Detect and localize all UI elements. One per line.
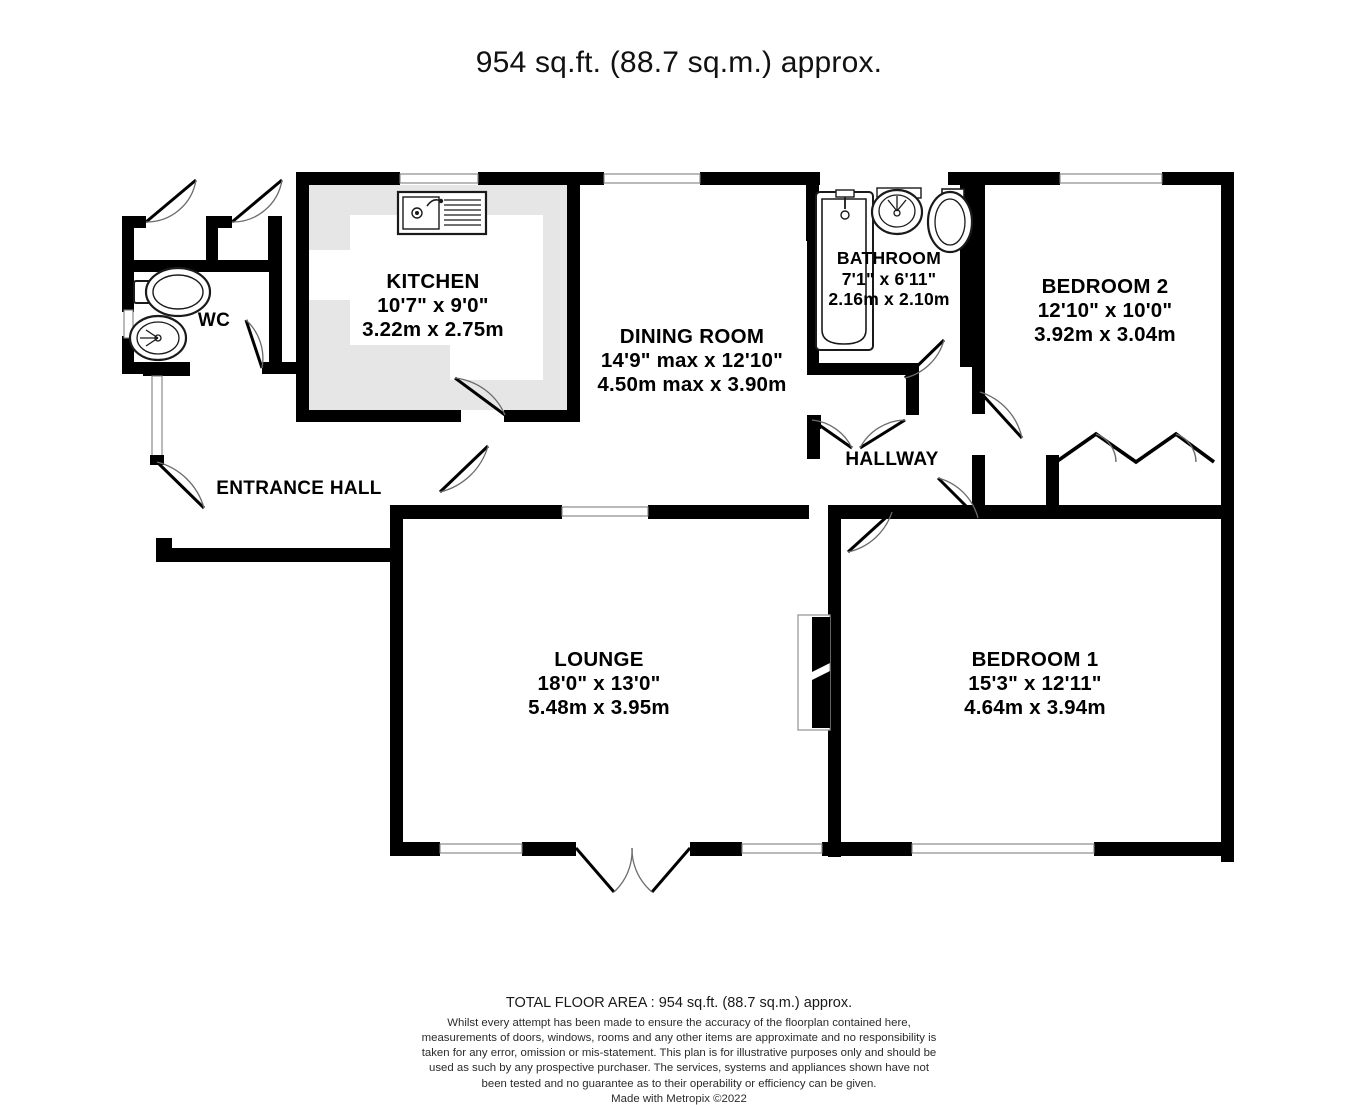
room-dimensions-imperial: 7'1" x 6'11" <box>841 268 937 289</box>
room-name: WC <box>197 310 231 331</box>
room-dimensions-metric: 5.48m x 3.95m <box>528 696 670 720</box>
room-name: BATHROOM <box>836 248 942 268</box>
room-dimensions-imperial: 18'0" x 13'0" <box>537 672 661 696</box>
room-dimensions-metric: 4.50m max x 3.90m <box>597 373 787 397</box>
room-label-bedroom-1: BEDROOM 1 15'3" x 12'11" 4.64m x 3.94m <box>964 648 1106 721</box>
room-dimensions-metric: 3.22m x 2.75m <box>362 318 504 342</box>
walls <box>122 172 1234 862</box>
wc-toilet-icon <box>133 266 212 318</box>
room-dimensions-metric: 4.64m x 3.94m <box>964 696 1106 720</box>
bathroom-toilet-icon <box>926 188 974 254</box>
room-dimensions-imperial: 10'7" x 9'0" <box>377 294 489 318</box>
room-dimensions-metric: 2.16m x 2.10m <box>828 289 950 310</box>
room-name: BEDROOM 1 <box>971 648 1099 671</box>
footer: TOTAL FLOOR AREA : 954 sq.ft. (88.7 sq.m… <box>0 995 1358 1105</box>
room-label-bedroom-2: BEDROOM 2 12'10" x 10'0" 3.92m x 3.04m <box>1034 275 1176 348</box>
room-name: LOUNGE <box>554 648 644 671</box>
room-name: DINING ROOM <box>619 325 765 348</box>
kitchen-sink-icon <box>396 190 488 236</box>
bathroom-wash-basin-icon <box>870 187 924 236</box>
wc-wash-basin-icon <box>128 314 188 362</box>
room-label-kitchen: KITCHEN 10'7" x 9'0" 3.22m x 2.75m <box>362 270 504 343</box>
room-name: BEDROOM 2 <box>1041 275 1169 298</box>
room-label-wc: WC <box>198 310 230 332</box>
door-swings <box>145 178 1024 893</box>
room-name: ENTRANCE HALL <box>216 478 382 499</box>
kitchen-counter-fill <box>303 185 571 410</box>
credit-text: Made with Metropix ©2022 <box>611 1092 747 1105</box>
lounge-fireplace-icon <box>797 614 831 731</box>
room-dimensions-imperial: 14'9" max x 12'10" <box>600 349 784 373</box>
room-label-entrance-hall: ENTRANCE HALL <box>216 478 381 500</box>
room-name: KITCHEN <box>386 270 480 293</box>
room-label-bathroom: BATHROOM 7'1" x 6'11" 2.16m x 2.10m <box>828 248 949 310</box>
room-label-dining-room: DINING ROOM 14'9" max x 12'10" 4.50m max… <box>597 325 786 398</box>
room-label-hallway: HALLWAY <box>845 449 938 471</box>
room-label-lounge: LOUNGE 18'0" x 13'0" 5.48m x 3.95m <box>528 648 670 721</box>
floorplan-drawing <box>122 172 1234 893</box>
room-dimensions-imperial: 12'10" x 10'0" <box>1037 299 1173 323</box>
page-title: 954 sq.ft. (88.7 sq.m.) approx. <box>475 46 883 79</box>
room-name: HALLWAY <box>845 449 939 470</box>
bathroom-bath-icon <box>815 189 874 351</box>
disclaimer-text: Whilst every attempt has been made to en… <box>421 1017 937 1090</box>
bedroom2-wardrobe-doors <box>1054 431 1216 465</box>
room-dimensions-metric: 3.92m x 3.04m <box>1034 323 1176 347</box>
room-dimensions-imperial: 15'3" x 12'11" <box>968 672 1102 696</box>
total-floor-area: TOTAL FLOOR AREA : 954 sq.ft. (88.7 sq.m… <box>505 995 853 1011</box>
